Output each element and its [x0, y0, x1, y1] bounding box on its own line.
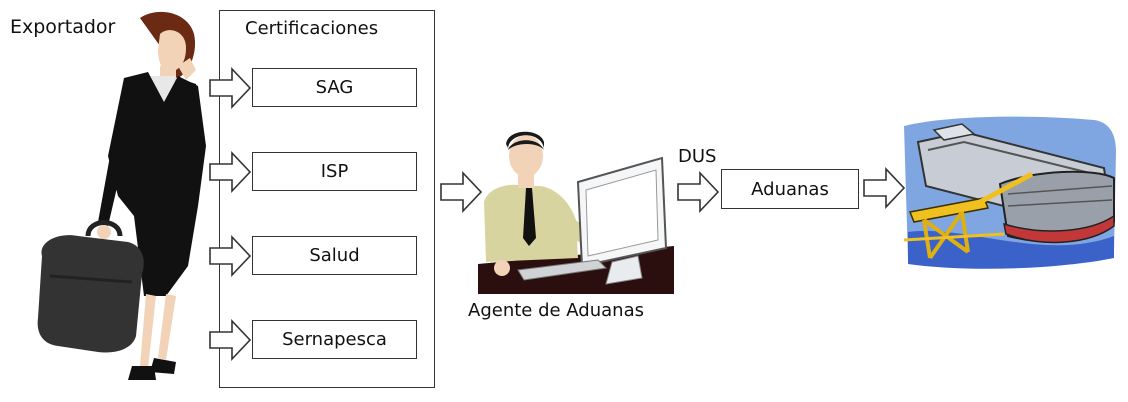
agent-label: Agente de Aduanas: [468, 300, 644, 321]
arrow-right-icon: [440, 170, 483, 214]
exporter-woman-illustration: [37, 11, 206, 380]
arrow-right-icon: [209, 150, 252, 194]
cert-box-sag: SAG: [252, 68, 417, 107]
cert-box-salud: Salud: [252, 236, 417, 275]
arrow-right-icon: [863, 166, 906, 210]
cargo-ship-illustration: [904, 116, 1116, 269]
certifications-panel: [219, 10, 435, 388]
dus-label: DUS: [678, 146, 717, 167]
arrow-right-icon: [209, 66, 252, 110]
exporter-label: Exportador: [10, 16, 116, 38]
cert-box-sernapesca: Sernapesca: [252, 320, 417, 359]
customs-box: Aduanas: [721, 169, 859, 209]
arrow-right-icon: [209, 318, 252, 362]
arrow-right-icon: [677, 170, 720, 214]
arrow-right-icon: [209, 234, 252, 278]
customs-agent-illustration: [478, 131, 674, 294]
certifications-title: Certificaciones: [245, 18, 379, 39]
cert-box-isp: ISP: [252, 152, 417, 191]
